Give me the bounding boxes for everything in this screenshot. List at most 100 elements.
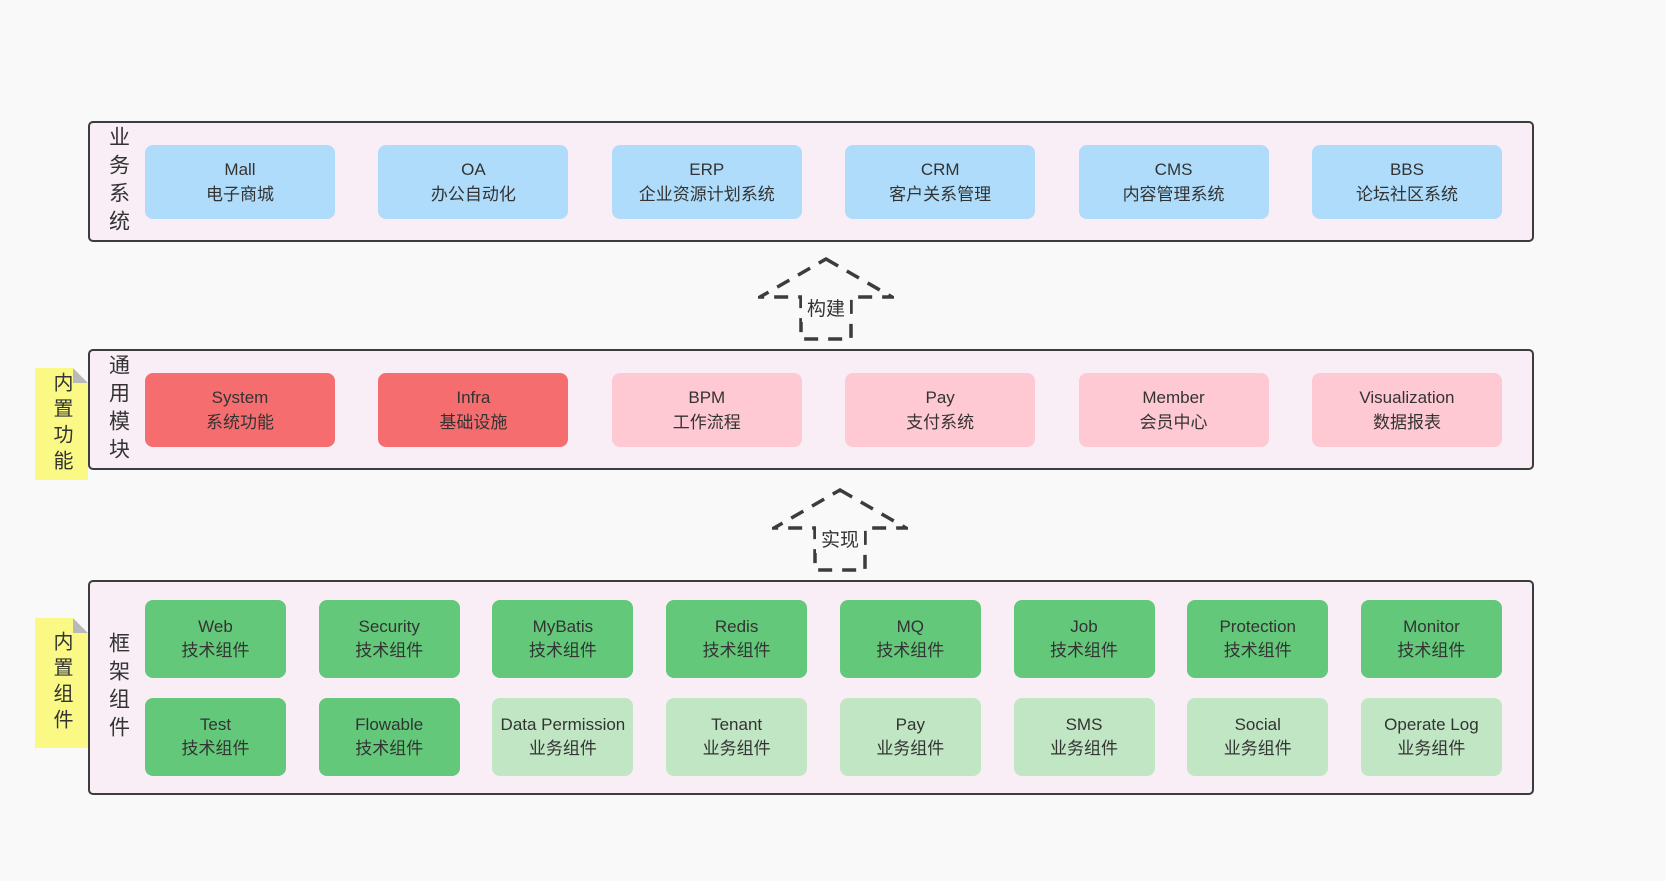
box-system: System 系统功能 [145,372,335,447]
box-subtitle: 技术组件 [1397,640,1466,660]
arrow-implement: 实现 [772,487,908,573]
box-mq: MQ 技术组件 [839,599,981,678]
box-subtitle: 办公自动化 [430,184,516,204]
box-title: Member [1142,387,1205,407]
box-operate-log: Operate Log 业务组件 [1360,697,1502,776]
box-subtitle: 技术组件 [1223,640,1292,660]
layer-label-modules: 通用模块 [106,353,130,466]
folded-corner-icon [73,368,88,383]
box-tenant: Tenant 业务组件 [666,697,808,776]
box-member: Member 会员中心 [1078,372,1269,447]
panel-business-systems: 业务系统 Mall 电子商城 OA 办公自动化 ERP 企业资源计划系统 CRM… [88,121,1534,242]
box-protection: Protection 技术组件 [1187,599,1329,678]
folded-corner-icon [73,618,88,633]
box-infra: Infra 基础设施 [378,372,569,447]
box-subtitle: 系统功能 [206,412,274,432]
box-title: Protection [1219,616,1296,636]
layer-label-business: 业务系统 [106,125,130,238]
box-title: Mall [224,159,256,179]
box-title: SMS [1065,714,1103,734]
box-security: Security 技术组件 [318,599,460,678]
box-title: Social [1234,714,1281,734]
box-title: Flowable [355,714,424,734]
box-subtitle: 技术组件 [1050,640,1119,660]
arrow-up-icon [758,256,894,341]
box-subtitle: 业务组件 [1397,738,1466,758]
box-title: CMS [1154,159,1193,179]
box-title: Infra [456,387,491,407]
box-title: BBS [1389,159,1424,179]
box-job: Job 技术组件 [1013,599,1155,678]
box-mybatis: MyBatis 技术组件 [492,599,634,678]
box-subtitle: 技术组件 [702,640,771,660]
box-subtitle: 会员中心 [1139,412,1208,432]
box-title: CRM [920,159,960,179]
box-title: Redis [714,616,759,636]
box-erp: ERP 企业资源计划系统 [611,144,802,219]
box-bpm: BPM 工作流程 [611,372,802,447]
box-flowable: Flowable 技术组件 [318,697,460,776]
box-title: ERP [689,159,725,179]
box-visualization: Visualization 数据报表 [1311,372,1502,447]
box-subtitle: 技术组件 [355,640,424,660]
box-subtitle: 业务组件 [702,738,771,758]
box-subtitle: 业务组件 [876,738,945,758]
box-subtitle: 技术组件 [181,640,250,660]
box-title: System [211,387,269,407]
box-subtitle: 电子商城 [206,184,274,204]
arrow-implement-label: 实现 [815,524,865,553]
box-title: BPM [688,387,726,407]
box-title: Tenant [711,714,763,734]
box-web: Web 技术组件 [145,599,286,678]
box-title: Job [1070,616,1098,636]
box-pay-module: Pay 支付系统 [845,372,1036,447]
box-subtitle: 技术组件 [355,738,424,758]
box-title: Operate Log [1384,714,1479,734]
box-subtitle: 基础设施 [439,412,508,432]
box-cms: CMS 内容管理系统 [1078,144,1269,219]
arrow-build: 构建 [758,256,894,342]
sticky-note-builtin-features: 内置功能 [35,368,88,480]
box-title: Test [199,714,232,734]
box-oa: OA 办公自动化 [378,144,569,219]
box-title: Web [198,616,233,636]
box-title: Security [358,616,420,636]
box-title: Data Permission [500,714,626,734]
box-social: Social 业务组件 [1187,697,1329,776]
box-subtitle: 技术组件 [528,640,597,660]
arrow-build-label: 构建 [801,293,851,322]
box-crm: CRM 客户关系管理 [845,144,1036,219]
box-subtitle: 支付系统 [906,412,975,432]
box-subtitle: 客户关系管理 [889,184,992,204]
sticky-note-text: 内置功能 [50,372,72,476]
arrow-up-icon [772,487,908,572]
box-subtitle: 数据报表 [1372,412,1441,432]
panel-common-modules: 通用模块 System 系统功能 Infra 基础设施 BPM 工作流程 Pay… [88,349,1534,470]
box-test: Test 技术组件 [145,697,286,776]
box-title: Pay [925,387,955,407]
box-subtitle: 技术组件 [876,640,945,660]
box-title: Visualization [1359,387,1455,407]
box-sms: SMS 业务组件 [1013,697,1155,776]
box-title: MQ [896,616,924,636]
box-title: Pay [895,714,925,734]
box-subtitle: 企业资源计划系统 [638,184,775,204]
sticky-note-builtin-components: 内置组件 [35,618,88,748]
box-bbs: BBS 论坛社区系统 [1311,144,1502,219]
box-monitor: Monitor 技术组件 [1360,599,1502,678]
box-redis: Redis 技术组件 [666,599,808,678]
layer-label-components: 框架组件 [106,631,130,744]
box-title: OA [461,159,486,179]
box-subtitle: 内容管理系统 [1122,184,1225,204]
box-subtitle: 业务组件 [528,738,597,758]
box-data-permission: Data Permission 业务组件 [492,697,634,776]
box-subtitle: 业务组件 [1223,738,1292,758]
box-title: Monitor [1403,616,1460,636]
box-title: MyBatis [532,616,594,636]
component-boxes: Web 技术组件 Security 技术组件 MyBatis 技术组件 Redi… [145,582,1532,793]
sticky-note-text: 内置组件 [50,631,72,735]
box-subtitle: 业务组件 [1050,738,1119,758]
module-boxes: System 系统功能 Infra 基础设施 BPM 工作流程 Pay 支付系统… [145,351,1532,468]
panel-framework-components: 框架组件 Web 技术组件 Security 技术组件 MyBatis 技术组件… [88,580,1534,795]
business-boxes: Mall 电子商城 OA 办公自动化 ERP 企业资源计划系统 CRM 客户关系… [145,123,1532,240]
